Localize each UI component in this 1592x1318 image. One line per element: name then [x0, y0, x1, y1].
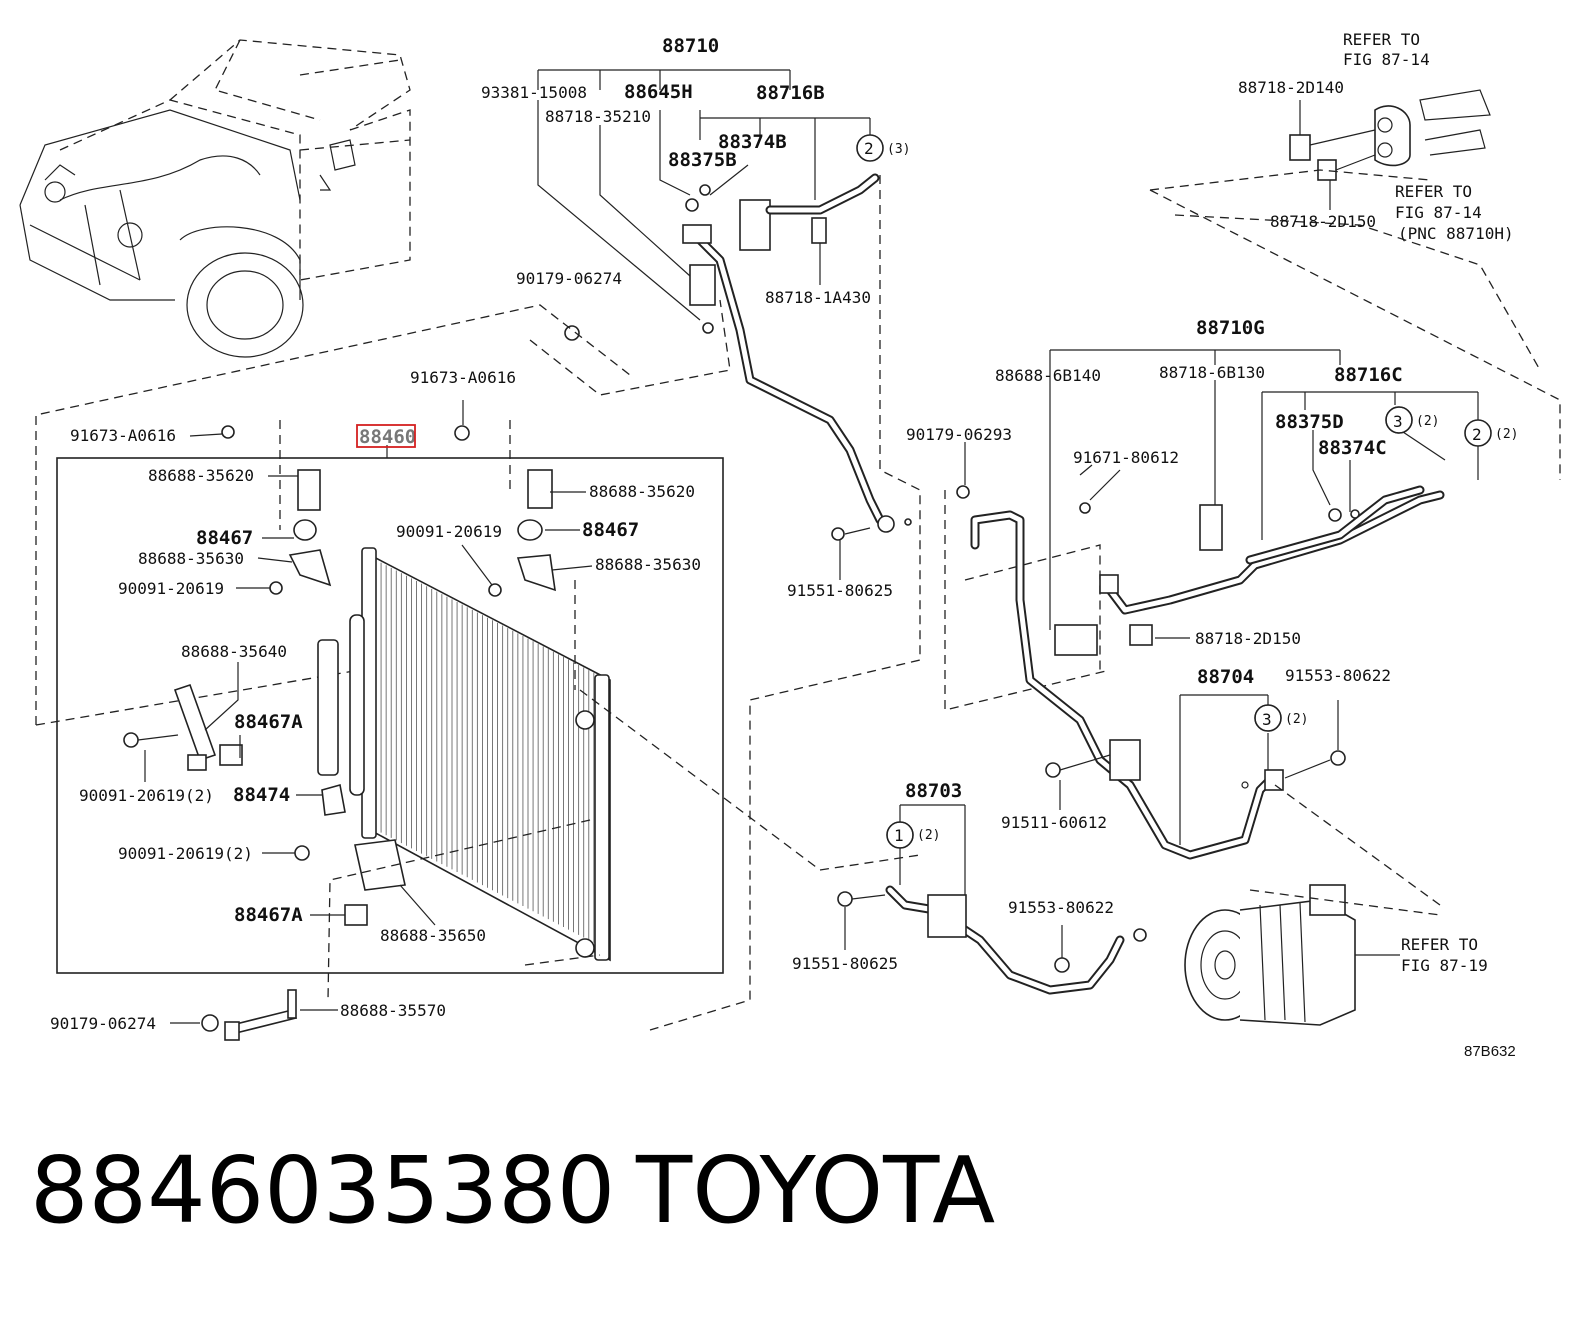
callout-88688-35640: 88688-35640 — [181, 642, 287, 661]
callout-93381-15008: 93381-15008 — [481, 83, 587, 102]
callout-88710: 88710 — [662, 35, 719, 57]
caption-part-number: 8846035380 — [30, 1137, 615, 1244]
callout-91551-80625-bottom: 91551-80625 — [792, 954, 898, 973]
callout-88718-1A430: 88718-1A430 — [765, 288, 871, 307]
callout-90091-20619-2-b: 90091-20619(2) — [118, 844, 253, 863]
callout-88374B: 88374B — [718, 131, 787, 153]
callout-88467A-bottom: 88467A — [234, 904, 303, 926]
callout-ref-1: 1 — [894, 826, 904, 845]
callout-88645H: 88645H — [624, 81, 693, 103]
callout-ref-1-qty: (2) — [917, 828, 940, 843]
refer-fig-87-14-b: REFER TO — [1395, 182, 1472, 201]
callout-88688-35570: 88688-35570 — [340, 1001, 446, 1020]
hose-88704 — [1179, 694, 1441, 906]
callout-ref-2-qty: (3) — [887, 142, 910, 157]
refer-fig-87-19-fig: FIG 87-19 — [1401, 956, 1488, 975]
callout-ref-2-b: 2 — [1472, 425, 1482, 444]
callout-ref-2-b-qty: (2) — [1495, 427, 1518, 442]
callout-labels: 88710 93381-15008 88645H 88716B 88718-35… — [50, 30, 1518, 1060]
callout-91671-80612: 91671-80612 — [1073, 448, 1179, 467]
callout-88688-35620-left: 88688-35620 — [148, 466, 254, 485]
callout-90179-06274: 90179-06274 — [516, 269, 622, 288]
refer-fig-87-14-b-fig: FIG 87-14 — [1395, 203, 1482, 222]
compressor — [1184, 884, 1441, 1026]
condenser-88460 — [35, 304, 724, 1001]
vehicle-sketch — [19, 39, 411, 358]
callout-88467-right: 88467 — [582, 519, 639, 541]
refer-fig-87-14-a: REFER TO — [1343, 30, 1420, 49]
callout-88703: 88703 — [905, 780, 962, 802]
callout-88467-left: 88467 — [196, 527, 253, 549]
bracket-88688-35570 — [170, 989, 338, 1041]
highlight-88460 — [356, 424, 416, 448]
caption: 8846035380 TOYOTA — [30, 1137, 995, 1244]
hose-88703 — [579, 689, 1147, 995]
callout-ref-3-b-qty: (2) — [1285, 712, 1308, 727]
callout-ref-2: 2 — [864, 139, 874, 158]
callout-88710G: 88710G — [1196, 317, 1265, 339]
refer-fig-87-14-a-fig: FIG 87-14 — [1343, 50, 1430, 69]
callout-ref-3-a-qty: (2) — [1416, 414, 1439, 429]
callout-90091-20619-b: 90091-20619 — [118, 579, 224, 598]
refer-fig-87-19: REFER TO — [1401, 935, 1478, 954]
callout-88688-35630-left: 88688-35630 — [138, 549, 244, 568]
callout-90179-06274-bottom: 90179-06274 — [50, 1014, 156, 1033]
callout-91673-A0616-b: 91673-A0616 — [70, 426, 176, 445]
callout-88375B: 88375B — [668, 149, 737, 171]
callout-90179-06293: 90179-06293 — [906, 425, 1012, 444]
callout-88704: 88704 — [1197, 666, 1254, 688]
callout-88467A-top: 88467A — [234, 711, 303, 733]
refer-pnc: (PNC 88710H) — [1398, 224, 1514, 243]
pipe-assembly-88710 — [529, 69, 921, 1031]
figure-code: 87B632 — [1464, 1043, 1516, 1060]
callout-91511-60612: 91511-60612 — [1001, 813, 1107, 832]
callout-91553-80622-bottom: 91553-80622 — [1008, 898, 1114, 917]
callout-ref-3-b: 3 — [1262, 710, 1272, 729]
callout-91673-A0616-a: 91673-A0616 — [410, 368, 516, 387]
callout-88688-35620-right: 88688-35620 — [589, 482, 695, 501]
callout-88474: 88474 — [233, 784, 290, 806]
callout-88716C: 88716C — [1334, 364, 1403, 386]
callout-88460: 88460 — [359, 426, 416, 448]
callout-90091-20619-2-a: 90091-20619(2) — [79, 786, 214, 805]
callout-91553-80622-top: 91553-80622 — [1285, 666, 1391, 685]
radiator-fins — [375, 560, 605, 948]
caption-brand: TOYOTA — [635, 1137, 995, 1244]
callout-88688-6B140: 88688-6B140 — [995, 366, 1101, 385]
callout-88374C: 88374C — [1318, 437, 1387, 459]
callout-88716B: 88716B — [756, 82, 825, 104]
callout-91551-80625-top: 91551-80625 — [787, 581, 893, 600]
callout-88375D: 88375D — [1275, 411, 1344, 433]
callout-88718-2D140: 88718-2D140 — [1238, 78, 1344, 97]
callout-90091-20619-a: 90091-20619 — [396, 522, 502, 541]
callout-88688-35650: 88688-35650 — [380, 926, 486, 945]
callout-88718-2D150-top: 88718-2D150 — [1270, 212, 1376, 231]
callout-ref-3-a: 3 — [1393, 412, 1403, 431]
fittings-top-right — [1149, 89, 1561, 480]
callout-88718-35210: 88718-35210 — [545, 107, 651, 126]
callout-88718-6B130: 88718-6B130 — [1159, 363, 1265, 382]
callout-88688-35630-right: 88688-35630 — [595, 555, 701, 574]
pipe-assembly-88710G — [944, 349, 1492, 860]
callout-88718-2D150-mid: 88718-2D150 — [1195, 629, 1301, 648]
